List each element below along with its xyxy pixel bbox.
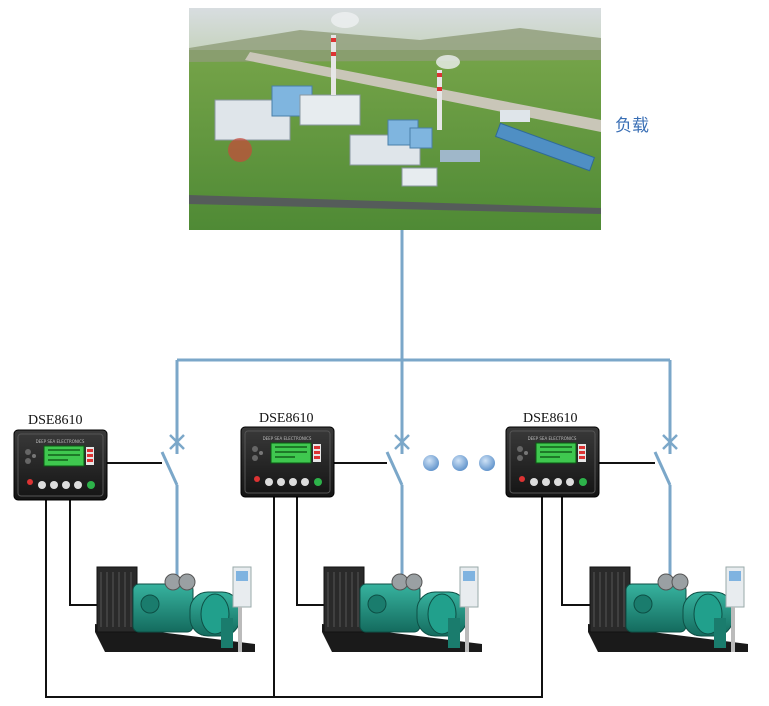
controller-panel-icon — [505, 426, 600, 498]
controller-panel-icon — [13, 429, 108, 501]
generator-set-icon-2 — [321, 566, 483, 653]
controller-unit-1: DSE8610 — [13, 413, 108, 501]
controller-unit-2: DSE8610 — [240, 411, 335, 498]
control-wiring — [45, 462, 655, 698]
controller-label: DSE8610 — [523, 411, 577, 426]
controller-unit-3: DSE8610 — [505, 411, 600, 498]
generator-set-icon-1 — [94, 566, 256, 653]
generator-set-icon-3 — [587, 566, 749, 653]
load-power-plant-image — [189, 8, 601, 230]
load-label: 负载 — [615, 116, 649, 136]
controller-panel-icon — [240, 426, 335, 498]
controller-label: DSE8610 — [259, 411, 313, 426]
ellipsis-dots — [423, 455, 495, 471]
power-bus — [160, 230, 672, 582]
controller-label: DSE8610 — [28, 413, 82, 428]
